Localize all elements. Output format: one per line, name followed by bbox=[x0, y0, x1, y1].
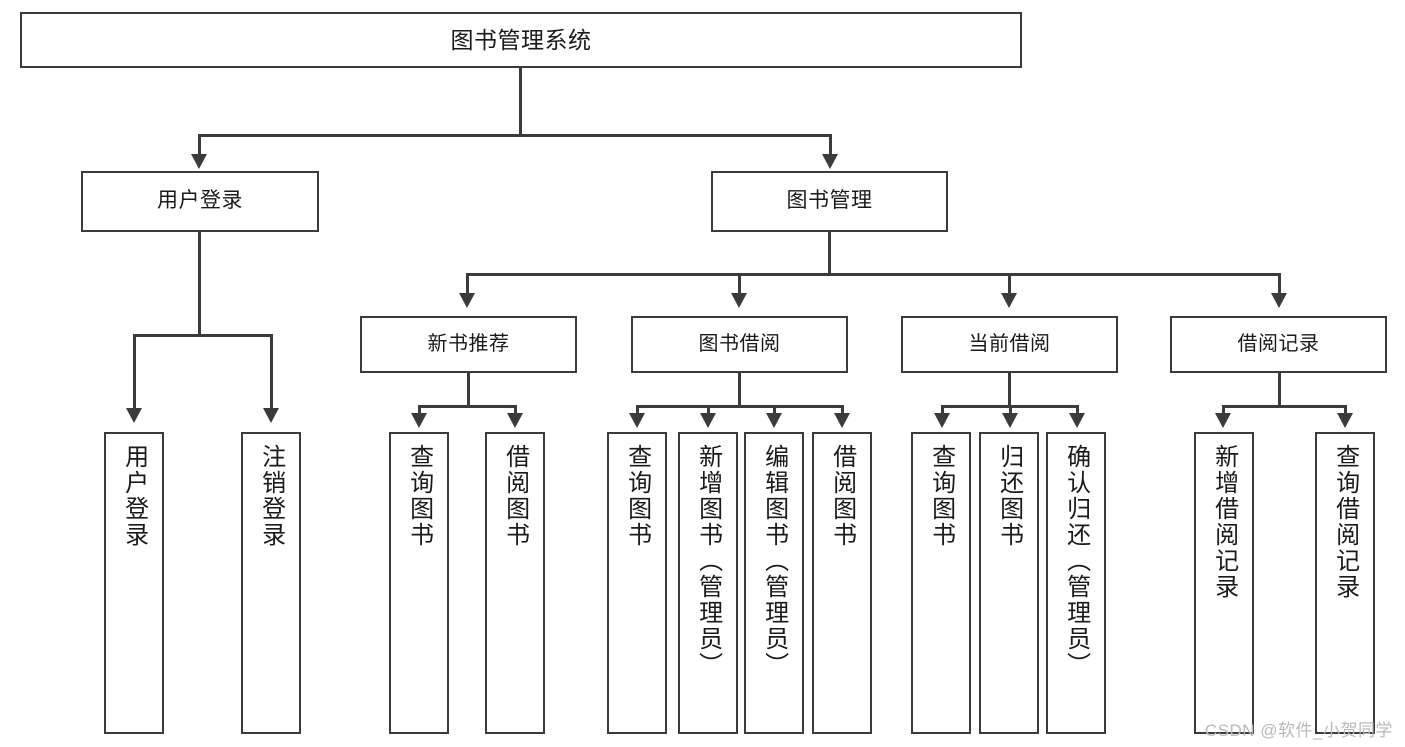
node-book-management[interactable]: 图书管理 bbox=[711, 171, 948, 232]
arrow-to-leaf-return-book bbox=[1002, 413, 1018, 428]
node-label: 借阅图书 bbox=[501, 444, 529, 548]
arrow-to-leaf-borrow-book-1 bbox=[507, 413, 523, 428]
arrow-to-leaf-query-book-1 bbox=[411, 413, 427, 428]
connector-borrow-drop-3 bbox=[841, 405, 844, 415]
node-label: 当前借阅 bbox=[968, 332, 1051, 355]
connector-current-drop-0 bbox=[941, 405, 944, 415]
leaf-user-login[interactable]: 用户登录 bbox=[104, 432, 164, 734]
arrow-to-leaf-add-record bbox=[1215, 413, 1231, 428]
arrow-to-leaf-borrow-book-2 bbox=[834, 413, 850, 428]
arrow-to-leaf-confirm-return bbox=[1069, 413, 1085, 428]
connector-borrow-drop-1 bbox=[707, 405, 710, 415]
node-label: 图书借阅 bbox=[698, 332, 781, 355]
leaf-confirm-return-admin[interactable]: 确认归还（管理员） bbox=[1046, 432, 1106, 734]
arrow-to-leaf-query-book-3 bbox=[934, 413, 950, 428]
connector-root-bar bbox=[198, 134, 831, 137]
connector-recommend-drop-0 bbox=[418, 405, 421, 415]
connector-root-stem bbox=[519, 68, 522, 136]
connector-root-drop-0 bbox=[198, 134, 201, 156]
leaf-add-borrow-record[interactable]: 新增借阅记录 bbox=[1194, 432, 1254, 734]
arrow-root-to-user-login bbox=[191, 154, 207, 169]
node-label: 新书推荐 bbox=[427, 332, 510, 355]
node-user-login[interactable]: 用户登录 bbox=[81, 171, 319, 232]
connector-book-manage-drop-2 bbox=[1008, 273, 1011, 295]
node-label: 借阅记录 bbox=[1237, 332, 1320, 355]
arrow-to-leaf-add-book bbox=[700, 413, 716, 428]
leaf-add-book-admin[interactable]: 新增图书（管理员） bbox=[678, 432, 738, 734]
connector-record-drop-1 bbox=[1344, 405, 1347, 415]
arrow-to-leaf-user-login bbox=[126, 408, 142, 423]
watermark-text: CSDN @软件_小贺同学 bbox=[1204, 721, 1393, 740]
connector-user-login-drop-1 bbox=[270, 334, 273, 410]
node-label: 查询图书 bbox=[623, 444, 651, 548]
arrow-to-new-book-recommend bbox=[459, 293, 475, 308]
connector-root-drop-1 bbox=[829, 134, 832, 156]
connector-user-login-stem bbox=[198, 232, 201, 336]
node-label: 编辑图书（管理员） bbox=[760, 444, 788, 678]
node-label: 归还图书 bbox=[995, 444, 1023, 548]
node-label: 查询借阅记录 bbox=[1331, 444, 1359, 600]
node-label: 查询图书 bbox=[927, 444, 955, 548]
connector-user-login-bar bbox=[133, 334, 271, 337]
connector-book-manage-drop-1 bbox=[738, 273, 741, 295]
connector-current-drop-2 bbox=[1076, 405, 1079, 415]
connector-borrow-drop-0 bbox=[636, 405, 639, 415]
connector-current-stem bbox=[1008, 373, 1011, 407]
leaf-query-book-recommend[interactable]: 查询图书 bbox=[389, 432, 449, 734]
leaf-query-book-borrow[interactable]: 查询图书 bbox=[607, 432, 667, 734]
leaf-borrow-book-recommend[interactable]: 借阅图书 bbox=[485, 432, 545, 734]
node-current-borrow[interactable]: 当前借阅 bbox=[901, 316, 1118, 373]
node-root-system[interactable]: 图书管理系统 bbox=[20, 12, 1022, 68]
arrow-to-leaf-query-book-2 bbox=[629, 413, 645, 428]
node-label: 借阅图书 bbox=[828, 444, 856, 548]
leaf-borrow-book[interactable]: 借阅图书 bbox=[812, 432, 872, 734]
connector-book-manage-drop-0 bbox=[466, 273, 469, 295]
leaf-query-book-current[interactable]: 查询图书 bbox=[911, 432, 971, 734]
connector-current-drop-1 bbox=[1009, 405, 1012, 415]
connector-borrow-bar bbox=[636, 405, 842, 408]
arrow-to-leaf-edit-book bbox=[766, 413, 782, 428]
connector-recommend-drop-1 bbox=[514, 405, 517, 415]
connector-recommend-stem bbox=[467, 373, 470, 407]
leaf-return-book[interactable]: 归还图书 bbox=[979, 432, 1039, 734]
node-label: 用户登录 bbox=[157, 189, 243, 213]
connector-borrow-stem bbox=[738, 373, 741, 407]
node-book-borrow[interactable]: 图书借阅 bbox=[631, 316, 848, 373]
connector-book-manage-drop-3 bbox=[1278, 273, 1281, 295]
node-new-book-recommend[interactable]: 新书推荐 bbox=[360, 316, 577, 373]
connector-book-manage-bar bbox=[466, 273, 1280, 276]
arrow-to-leaf-query-record bbox=[1337, 413, 1353, 428]
arrow-to-leaf-logout bbox=[263, 408, 279, 423]
connector-book-manage-stem bbox=[828, 232, 831, 276]
node-label: 图书管理 bbox=[786, 189, 873, 213]
node-label: 注销登录 bbox=[257, 444, 285, 548]
arrow-to-current-borrow bbox=[1001, 293, 1017, 308]
node-label: 确认归还（管理员） bbox=[1062, 444, 1090, 678]
node-label: 新增图书（管理员） bbox=[694, 444, 722, 678]
connector-recommend-bar bbox=[418, 405, 516, 408]
connector-borrow-drop-2 bbox=[773, 405, 776, 415]
connector-user-login-drop-0 bbox=[133, 334, 136, 410]
arrow-to-borrow-record bbox=[1271, 293, 1287, 308]
node-borrow-record[interactable]: 借阅记录 bbox=[1170, 316, 1387, 373]
connector-record-stem bbox=[1278, 373, 1281, 407]
node-label: 新增借阅记录 bbox=[1210, 444, 1238, 600]
arrow-root-to-book-manage bbox=[822, 154, 838, 169]
node-label: 用户登录 bbox=[120, 444, 148, 548]
connector-record-drop-0 bbox=[1222, 405, 1225, 415]
leaf-query-borrow-record[interactable]: 查询借阅记录 bbox=[1315, 432, 1375, 734]
leaf-edit-book-admin[interactable]: 编辑图书（管理员） bbox=[744, 432, 804, 734]
node-label: 查询图书 bbox=[405, 444, 433, 548]
node-label: 图书管理系统 bbox=[450, 26, 592, 53]
arrow-to-book-borrow bbox=[731, 293, 747, 308]
leaf-logout[interactable]: 注销登录 bbox=[241, 432, 301, 734]
connector-record-bar bbox=[1222, 405, 1346, 408]
